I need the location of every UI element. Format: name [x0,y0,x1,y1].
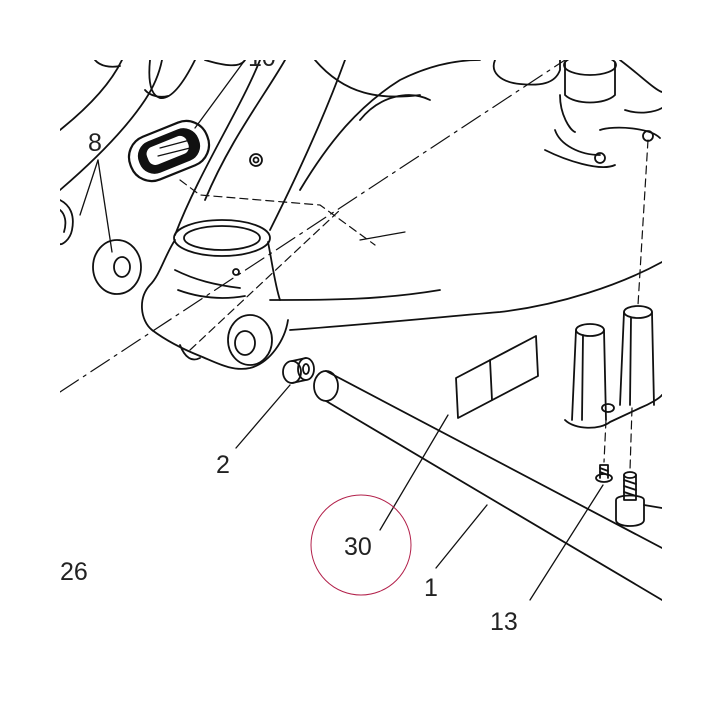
rear-frame-section [60,60,246,191]
tube-mount-dashed-guide [637,139,649,306]
label-part-2: 2 [216,451,230,479]
fender-mount [492,60,662,168]
mounting-bolt [615,471,662,527]
label-part-1: 1 [424,574,438,602]
decal-30 [455,335,539,419]
label-part-8: 8 [88,129,102,157]
label-part-10: 10 [248,44,276,72]
connector-dash-tick [359,231,406,241]
pivot-shaft-1 [313,370,662,601]
label-part-30: 30 [344,533,372,561]
swingarm-body [174,60,662,331]
washer-8 [60,199,142,295]
label-page-ref: 26 [60,558,88,586]
connector-grommet [127,119,211,183]
pivot-axis-centerline [60,60,566,393]
swingarm-pivot-boss [141,219,289,370]
bolt-dashed-guide [629,407,633,471]
callout-circle-30 [310,494,412,596]
connector-dashed-guide [179,179,376,246]
leader-lines [79,60,604,601]
screw-13 [595,464,613,483]
pivot-dashed-guide [189,209,341,351]
screw-dashed-guide [603,419,607,463]
pivot-bushing-2 [282,357,315,384]
label-part-13: 13 [490,608,518,636]
damper-tubes [564,305,662,429]
